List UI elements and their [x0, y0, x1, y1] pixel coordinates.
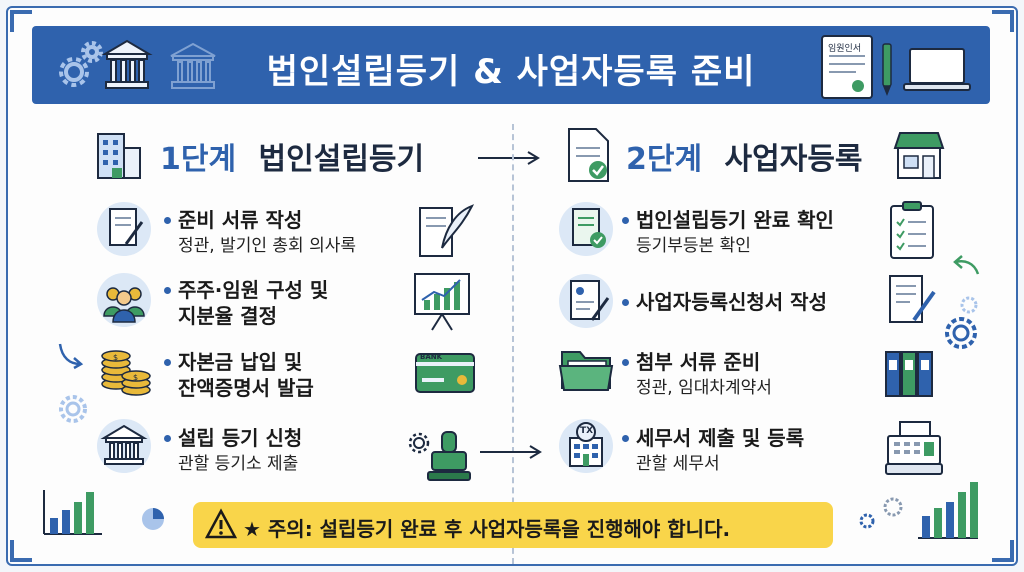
warning-text: ★ 주의: 설립등기 완료 후 사업자등록을 진행해야 합니다. [243, 517, 731, 541]
frame-corner [992, 10, 1014, 32]
frame-corner [10, 540, 32, 562]
bank-card-icon [415, 353, 475, 393]
step1-name: 법인설립등기 [258, 142, 425, 177]
checklist-clipboard-icon [890, 201, 934, 259]
bullet [164, 217, 171, 224]
stamp-icon [427, 431, 471, 481]
pie-chart-icon [142, 508, 164, 530]
item-title: 설립 등기 신청 [178, 426, 303, 450]
bullet [622, 435, 629, 442]
tax-office-icon [559, 419, 613, 473]
curved-arrow-icon [58, 343, 84, 370]
office-building-icon [97, 133, 141, 179]
certificate-label: 임원인서 [828, 44, 862, 54]
bank-building-icon [101, 39, 153, 89]
arrow-right-icon [478, 151, 540, 165]
laptop-icon [903, 48, 971, 91]
gear-icon [408, 432, 430, 454]
folder-icon [558, 351, 614, 391]
item-title: 자본금 납입 및 [178, 350, 303, 374]
bullet [164, 435, 171, 442]
bar-chart-icon [43, 490, 102, 535]
document-sign-icon [97, 202, 151, 256]
warning-triangle-icon [204, 508, 238, 539]
item-title-line2: 지분율 결정 [178, 304, 277, 328]
bullet [622, 359, 629, 366]
application-form-icon [559, 274, 613, 328]
bullet [622, 299, 629, 306]
item-subtitle: 관할 등기소 제출 [178, 454, 299, 474]
item-title-line2: 잔액증명서 발급 [178, 376, 314, 400]
item-subtitle: 정관, 임대차계약서 [636, 378, 772, 398]
page-title: 법인설립등기 & 사업자등록 준비 [266, 52, 756, 92]
bar-chart-icon [918, 482, 978, 539]
header-banner: 법인설립등기 & 사업자등록 준비 임원인서 [32, 26, 990, 104]
bullet [164, 359, 171, 366]
presentation-chart-icon [414, 273, 470, 331]
document-pen-icon [889, 275, 936, 323]
item-title: 사업자등록신청서 작성 [636, 290, 827, 314]
column-divider [512, 124, 514, 564]
item-title: 법인설립등기 완료 확인 [636, 208, 834, 232]
storefront-icon [893, 132, 945, 179]
frame-corner [10, 10, 32, 32]
item-title: 주주·임원 구성 및 [178, 278, 329, 302]
item-subtitle: 등기부등본 확인 [636, 236, 751, 256]
gear-icon [945, 317, 977, 349]
gear-icon [859, 513, 875, 529]
warning-banner: ★ 주의: 설립등기 완료 후 사업자등록을 진행해야 합니다. [193, 502, 833, 548]
step2-name: 사업자등록 [724, 142, 863, 177]
bullet [622, 217, 629, 224]
quill-document-icon [419, 204, 475, 257]
step2-label: 2단계 [626, 142, 703, 177]
item-subtitle: 정관, 발기인 총회 의사록 [178, 236, 357, 256]
bank-card-label: BANK [420, 353, 443, 361]
step1-label: 1단계 [160, 142, 237, 177]
gear-icon [59, 41, 103, 87]
frame-corner [992, 540, 1014, 562]
tax-office-label: TX [580, 426, 594, 436]
arrow-right-icon [480, 445, 542, 459]
binders-icon [885, 351, 933, 397]
gear-icon [59, 395, 87, 423]
bullet [164, 287, 171, 294]
step1-title: 1단계 법인설립등기 [160, 134, 424, 178]
document-check-icon [568, 128, 609, 182]
courthouse-icon [97, 419, 151, 473]
svg-text:$: $ [133, 373, 138, 382]
cash-register-icon [885, 421, 943, 475]
bank-building-icon [170, 42, 216, 89]
curved-arrow-icon [953, 255, 980, 275]
item-title: 준비 서류 작성 [178, 208, 303, 232]
item-title: 첨부 서류 준비 [636, 350, 761, 374]
pen-icon [882, 43, 892, 96]
item-subtitle: 관할 세무서 [636, 454, 720, 474]
item-title: 세무서 제출 및 등록 [636, 426, 805, 450]
gear-icon [883, 497, 903, 517]
step2-title: 2단계 사업자등록 [626, 134, 863, 178]
svg-text:$: $ [113, 353, 118, 362]
gear-icon [960, 296, 978, 314]
shareholders-icon [97, 273, 151, 327]
certificate-icon [821, 35, 873, 99]
document-check-icon [559, 202, 613, 256]
coins-icon: $ $ [101, 350, 151, 396]
